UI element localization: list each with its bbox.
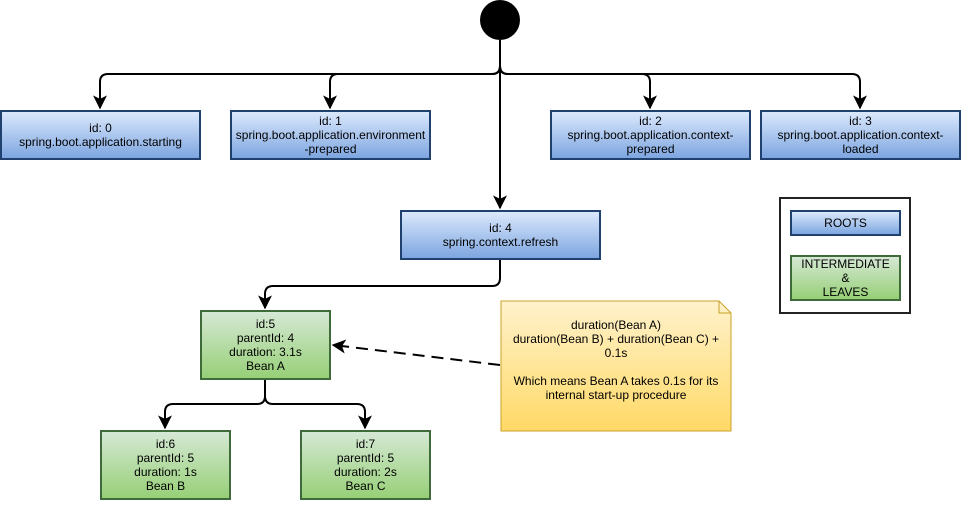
note-line-5: internal start-up procedure	[545, 388, 687, 402]
edge-4-to-5	[258, 260, 501, 310]
legend-roots: ROOTS	[790, 210, 901, 236]
node-1-event-cont: -prepared	[304, 142, 357, 156]
node-7-bean-c: id:7 parentId: 5 duration: 2s Bean C	[300, 430, 431, 500]
legend-intermediate-leaves: INTERMEDIATE & LEAVES	[790, 255, 901, 301]
note-shape	[500, 300, 732, 432]
note-line-3: 0.1s	[604, 346, 628, 360]
node-6-duration: duration: 1s	[134, 465, 197, 479]
node-0-application-starting: id: 0 spring.boot.application.starting	[0, 110, 201, 160]
node-6-parent: parentId: 5	[136, 451, 195, 465]
node-5-id: id:5	[255, 317, 276, 331]
node-1-event: spring.boot.application.environment	[235, 128, 426, 142]
note-fold	[718, 301, 731, 314]
legend-inter-line-2: &	[841, 271, 850, 285]
duration-note: duration(Bean A) duration(Bean B) + dura…	[500, 300, 732, 432]
node-3-id: id: 3	[849, 114, 872, 128]
edge-5-to-6	[158, 380, 266, 430]
node-7-duration: duration: 2s	[334, 465, 397, 479]
node-3-event: spring.boot.application.context-	[777, 128, 944, 142]
node-3-event-cont: loaded	[842, 142, 879, 156]
legend-inter-line-3: LEAVES	[822, 285, 869, 299]
node-1-environment-prepared: id: 1 spring.boot.application.environmen…	[230, 110, 431, 160]
edge-start-to-3	[499, 40, 867, 110]
node-5-name: Bean A	[246, 359, 285, 373]
start-node	[480, 0, 520, 40]
node-7-name: Bean C	[345, 479, 386, 493]
note-line-4: Which means Bean A takes 0.1s for its	[513, 374, 719, 388]
node-1-id: id: 1	[319, 114, 342, 128]
node-4-id: id: 4	[489, 221, 512, 235]
node-0-event: spring.boot.application.starting	[19, 135, 182, 149]
node-6-id: id:6	[155, 437, 176, 451]
node-5-bean-a: id:5 parentId: 4 duration: 3.1s Bean A	[200, 310, 331, 380]
node-2-context-prepared: id: 2 spring.boot.application.context- p…	[550, 110, 751, 160]
edge-start-to-1	[323, 40, 501, 110]
node-4-event: spring.context.refresh	[442, 235, 559, 249]
note-line-2: duration(Bean B) + duration(Bean C) +	[512, 332, 720, 346]
node-7-parent: parentId: 5	[336, 451, 395, 465]
note-line-1: duration(Bean A)	[570, 318, 662, 332]
node-5-duration: duration: 3.1s	[229, 345, 302, 359]
node-5-parent: parentId: 4	[236, 331, 295, 345]
node-2-id: id: 2	[639, 114, 662, 128]
legend-roots-label: ROOTS	[824, 216, 867, 230]
node-3-context-loaded: id: 3 spring.boot.application.context- l…	[760, 110, 961, 160]
node-7-id: id:7	[355, 437, 376, 451]
node-2-event: spring.boot.application.context-	[567, 128, 734, 142]
note-pointer-arrow	[331, 339, 501, 366]
note-spacer	[506, 360, 726, 374]
node-2-event-cont: prepared	[626, 142, 675, 156]
node-6-name: Bean B	[145, 479, 186, 493]
node-0-id: id: 0	[89, 121, 112, 135]
edge-5-to-7	[264, 380, 372, 430]
node-6-bean-b: id:6 parentId: 5 duration: 1s Bean B	[100, 430, 231, 500]
node-4-context-refresh: id: 4 spring.context.refresh	[400, 210, 601, 260]
legend-inter-line-1: INTERMEDIATE	[801, 257, 890, 271]
